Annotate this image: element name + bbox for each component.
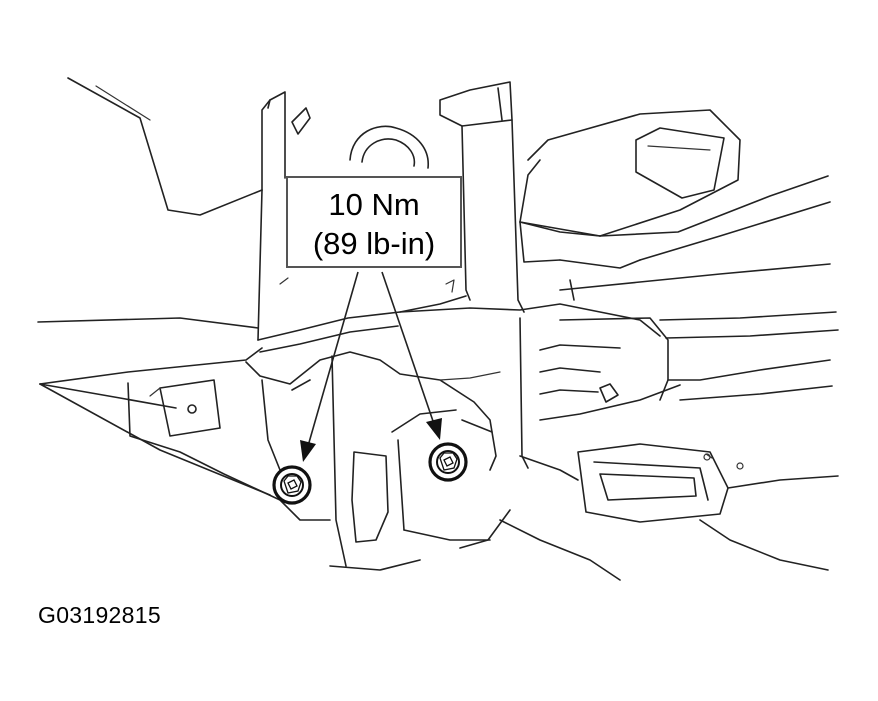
bolt-left (272, 465, 312, 505)
arrowhead-left (300, 440, 316, 462)
component-outlines (37, 77, 839, 581)
torque-callout: 10 Nm (89 lb-in) (279, 176, 462, 293)
arrowhead-right (426, 418, 442, 440)
torque-imperial-label: (89 lb-in) (313, 226, 435, 261)
torque-metric-label: 10 Nm (328, 187, 419, 222)
leader-lines (300, 271, 442, 462)
figure-id-label: G03192815 (38, 602, 161, 628)
callout-box (286, 176, 462, 268)
leader-line-right (381, 271, 435, 425)
leader-line-left (307, 271, 359, 447)
bolt-right (428, 442, 468, 482)
